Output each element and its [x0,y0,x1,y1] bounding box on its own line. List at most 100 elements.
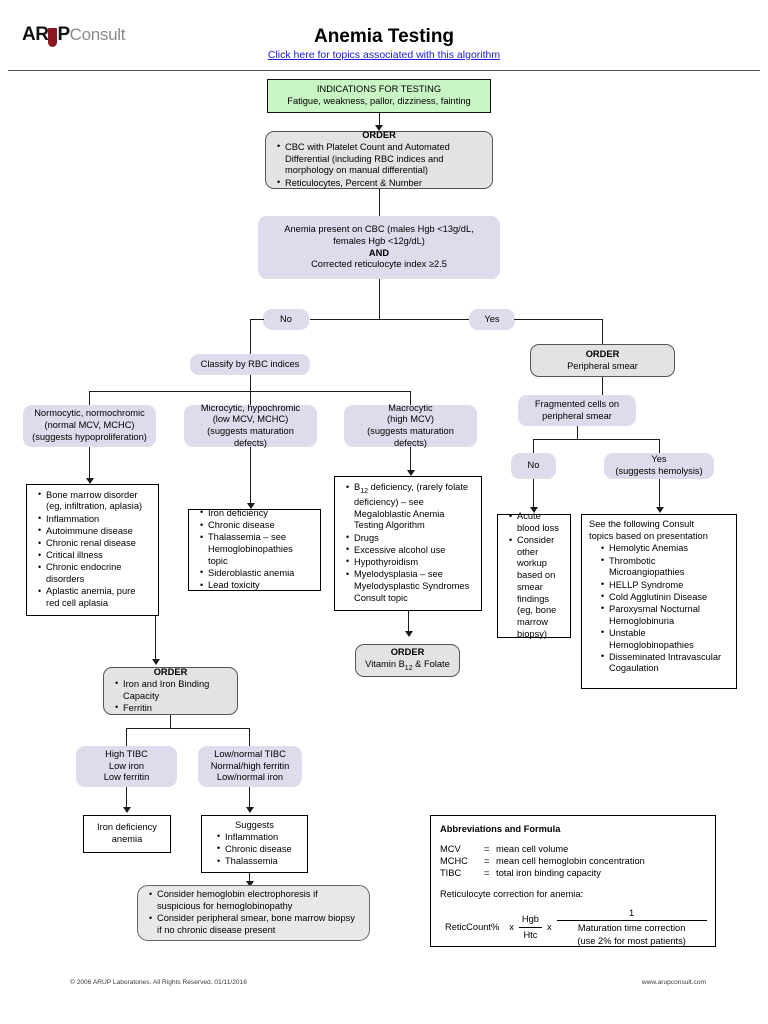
connector-arrow [406,470,415,476]
consider-box: Consider hemoglobin electrophoresis if s… [137,885,370,941]
order-cbc-title: ORDER [362,130,396,141]
list-item: Consider other workup based on smear fin… [509,535,563,640]
connector [602,377,604,395]
formula-frac1-den: Htc [523,929,538,940]
consult-header-l1: See the following Consult [589,519,694,529]
formula-frac2-den-l2: (use 2% for most patients) [577,935,686,946]
list-item: Hypothyroidism [346,556,474,569]
connector [659,479,661,511]
connector [410,391,412,406]
anemia-and: AND [368,247,390,258]
order-cbc-list: CBC with Platelet Count and Automated Di… [273,141,485,190]
list-item: Iron deficiency [200,507,313,520]
connector [577,426,579,440]
macrocytic-l1: Macrocytic [388,402,433,413]
list-item: Myelodysplasia – see Myelodysplastic Syn… [346,569,474,604]
formula-frac1-num: Hgb [521,914,539,925]
formula-frac2-num: 1 [629,908,635,919]
connector [126,728,250,730]
consult-topics-box: See the following Consult topics based o… [581,514,737,689]
classify-rbc-node: Classify by RBC indices [190,354,310,375]
connector [126,787,128,811]
list-item: Reticulocytes, Percent & Number [277,177,485,190]
abbrev-row: TIBC = total iron binding capacity [440,867,706,879]
macrocytic-l2: (high MCV) [386,414,434,425]
classify-label: Classify by RBC indices [200,358,300,369]
abbrev-val: mean cell volume [496,844,569,855]
connector [533,479,535,511]
acute-blood-loss-box: Acute blood loss Consider other workup b… [497,511,571,641]
consult-header-l2: topics based on presentation [589,530,708,541]
anemia-line1: Anemia present on CBC (males Hgb <13g/dL… [284,224,474,235]
fragmented-no-label: No [527,460,540,471]
fragmented-yes-node: Yes (suggests hemolysis) [604,453,714,479]
connector-arrow [151,659,160,665]
list-item: B12 deficiency, (rarely folate deficienc… [346,482,474,532]
fraction-bar [556,920,707,922]
order-b12-body: Vitamin B12 & Folate [365,659,450,672]
list-item: Iron and Iron Binding Capacity [115,678,230,702]
abbreviations-and-formula-box: Abbreviations and Formula MCV = mean cel… [430,815,716,947]
abbrev-row: MCHC = mean cell hemoglobin concentratio… [440,855,706,867]
low-tibc-l1: Low/normal TIBC [214,748,286,759]
logo-p-text: P [57,24,70,45]
list-item: Aplastic anemia, pure red cell aplasia [38,586,151,609]
fragmented-l1: Fragmented cells on [534,398,620,409]
reticulocyte-formula: ReticCount% x Hgb Htc x 1 Maturation tim… [440,907,707,946]
order-b12-title: ORDER [390,647,425,658]
list-item: Chronic renal disease [38,538,151,550]
logo-arup-text: AR [22,24,49,45]
formula-label: Reticulocyte correction for anemia: [440,889,584,900]
list-item: Acute blood loss [509,511,563,534]
connector-arrow [529,507,538,513]
fragmented-yes-l1: Yes [651,454,667,465]
microcytic-l3: (suggests maturation defects) [207,426,294,448]
fragmented-yes-l2: (suggests hemolysis) [615,466,703,476]
macrocytic-l3: (suggests maturation defects) [367,426,454,448]
microcytic-node: Microcytic, hypochromic (low MCV, MCHC) … [184,403,317,448]
abbrev-eq: = [484,856,490,867]
abbrev-row: MCV = mean cell volume [440,843,706,855]
connector [602,319,604,344]
consult-topics-list: Hemolytic Anemias Thrombotic Microangiop… [589,543,729,675]
connector [250,319,264,321]
indications-title: INDICATIONS FOR TESTING [316,84,442,95]
connector [533,439,535,453]
acute-list: Acute blood loss Consider other workup b… [505,511,563,641]
topics-link[interactable]: Click here for topics associated with th… [267,49,501,61]
list-item: Lead toxicity [200,580,313,592]
connector [378,113,380,129]
suggests-box: Suggests Inflammation Chronic disease Th… [201,815,308,873]
suggests-list: Inflammation Chronic disease Thalassemia [209,831,300,869]
decision-yes-label: Yes [484,313,500,324]
fragmented-l2: peripheral smear [542,410,612,421]
connector [89,447,91,482]
normocytic-l2: (normal MCV, MCHC) [44,420,135,431]
fragmented-no-node: No [511,453,556,479]
low-normal-tibc-node: Low/normal TIBC Normal/high ferritin Low… [198,746,302,787]
list-item: Thrombotic Microangiopathies [601,555,729,579]
header-divider [8,70,760,71]
abbrev-key: TIBC [440,868,462,879]
order-peripheral-smear-box: ORDER Peripheral smear [530,344,675,377]
order-cbc-box: ORDER CBC with Platelet Count and Automa… [265,130,493,190]
list-item: Chronic endocrine disorders [38,562,151,585]
microcytic-l2: (low MCV, MCHC) [212,414,289,425]
connector-arrow [404,631,413,637]
footer-website[interactable]: www.arupconsult.com [641,979,706,986]
list-item: Inflammation [217,831,300,844]
high-tibc-node: High TIBC Low iron Low ferritin [76,746,177,787]
indications-for-testing-box: INDICATIONS FOR TESTING Fatigue, weaknes… [267,79,491,113]
formula-fraction-2: 1 Maturation time correction (use 2% for… [556,907,707,946]
low-tibc-l2: Normal/high ferritin [210,760,290,771]
logo-shield-icon [48,27,58,47]
microcytic-causes-list: Iron deficiency Chronic disease Thalasse… [196,507,313,592]
formula-op2: x [546,921,552,932]
connector [659,439,661,453]
macrocytic-causes-box: B12 deficiency, (rarely folate deficienc… [334,476,482,611]
list-item: Thalassemia – see Hemoglobinopathies top… [200,532,313,567]
list-item: Paroxysmal Nocturnal Hemoglobinuria [601,603,729,627]
normocytic-node: Normocytic, normochromic (normal MCV, MC… [23,405,156,447]
connector [250,447,252,507]
